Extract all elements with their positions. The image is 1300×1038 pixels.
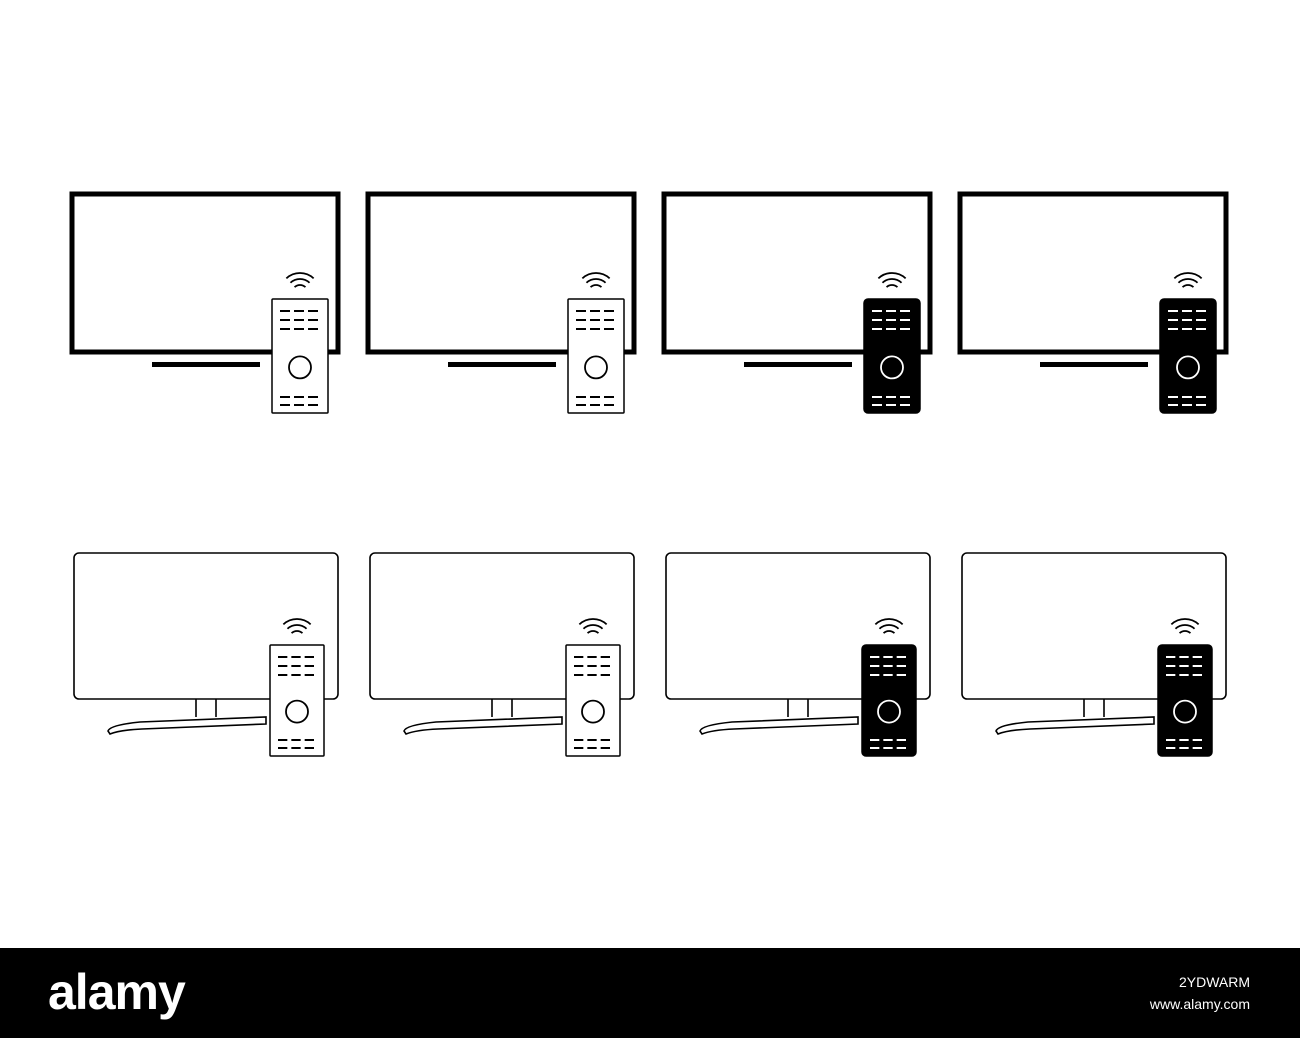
remote-dial [581, 699, 605, 724]
signal-wave [290, 630, 304, 634]
signal-wave [1181, 284, 1195, 288]
tv-with-remote-icon [957, 191, 1229, 414]
monitor-neck [491, 699, 513, 717]
remote-control-icon [269, 618, 325, 757]
remote-buttons [1168, 310, 1206, 406]
signal-waves-icon [874, 618, 904, 634]
remote-dial [880, 355, 904, 380]
signal-wave [589, 284, 603, 288]
remote-buttons [1166, 656, 1202, 749]
site-url: www.alamy.com [1149, 996, 1250, 1012]
monitor-with-remote-icon [369, 552, 635, 757]
monitor-base [995, 716, 1155, 735]
remote-control-icon [863, 272, 921, 414]
signal-wave [578, 618, 608, 626]
remote-dial [584, 355, 608, 380]
signal-wave [881, 278, 903, 284]
signal-wave [581, 272, 611, 280]
remote-dial [1173, 699, 1197, 724]
signal-wave [1178, 630, 1192, 634]
signal-waves-icon [578, 618, 608, 634]
signal-wave [293, 284, 307, 288]
signal-wave [1177, 278, 1199, 284]
signal-wave [289, 278, 311, 284]
monitor-with-remote-icon [665, 552, 931, 757]
remote-buttons [870, 656, 906, 749]
icon-set-canvas [69, 191, 1229, 757]
remote-control-icon [567, 272, 625, 414]
signal-wave [877, 272, 907, 280]
signal-wave [586, 630, 600, 634]
tv-stand-bar [448, 362, 556, 367]
remote-dial [1176, 355, 1200, 380]
remote-control-icon [271, 272, 329, 414]
remote-dial [285, 699, 309, 724]
signal-waves-icon [282, 618, 312, 634]
tv-with-remote-icon [661, 191, 933, 414]
remote-buttons [278, 656, 314, 749]
tv-stand-bar [744, 362, 852, 367]
monitor-base [107, 716, 267, 735]
monitor-neck [1083, 699, 1105, 717]
signal-waves-icon [1173, 272, 1203, 288]
remote-dial [877, 699, 901, 724]
signal-wave [878, 624, 900, 630]
signal-wave [882, 630, 896, 634]
remote-buttons [574, 656, 610, 749]
signal-wave [874, 618, 904, 626]
remote-buttons [280, 310, 318, 406]
signal-wave [282, 618, 312, 626]
signal-wave [1173, 272, 1203, 280]
monitor-neck [787, 699, 809, 717]
tv-screen [69, 191, 341, 355]
remote-buttons [576, 310, 614, 406]
monitor-with-remote-icon [961, 552, 1227, 757]
signal-waves-icon [581, 272, 611, 288]
signal-waves-icon [1170, 618, 1200, 634]
signal-waves-icon [877, 272, 907, 288]
signal-wave [286, 624, 308, 630]
monitor-base [699, 716, 859, 735]
signal-wave [585, 278, 607, 284]
footer-bar: alamy 2YDWARM www.alamy.com [0, 948, 1300, 1038]
signal-waves-icon [285, 272, 315, 288]
signal-wave [885, 284, 899, 288]
signal-wave [285, 272, 315, 280]
tv-stand-bar [1040, 362, 1148, 367]
remote-dial [288, 355, 312, 380]
remote-control-icon [861, 618, 917, 757]
signal-wave [1170, 618, 1200, 626]
remote-control-icon [1157, 618, 1213, 757]
image-id: 2YDWARM [1178, 974, 1250, 990]
alamy-logo: alamy [48, 964, 186, 1020]
monitor-base [403, 716, 563, 735]
monitor-neck [195, 699, 217, 717]
remote-control-icon [565, 618, 621, 757]
remote-buttons [872, 310, 910, 406]
monitor-with-remote-icon [73, 552, 339, 757]
signal-wave [582, 624, 604, 630]
remote-control-icon [1159, 272, 1217, 414]
signal-wave [1174, 624, 1196, 630]
tv-with-remote-icon [365, 191, 637, 414]
tv-stand-bar [152, 362, 260, 367]
tv-with-remote-icon [69, 191, 341, 414]
